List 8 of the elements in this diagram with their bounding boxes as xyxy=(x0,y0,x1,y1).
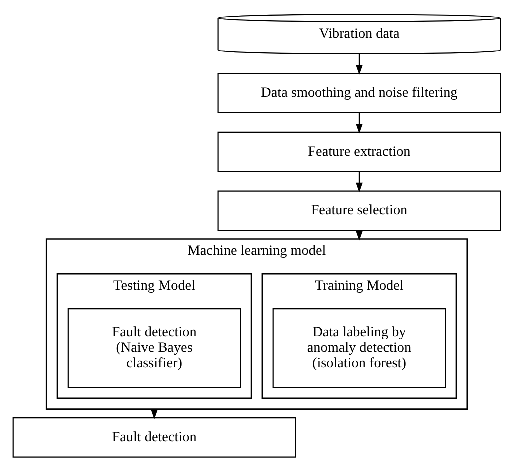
node-box: Data labeling by anomaly detection (isolation forest) xyxy=(272,308,446,388)
node-box: Fault detection xyxy=(12,418,296,458)
node-box: Data smoothing and noise filtering xyxy=(217,73,501,114)
node-box: Feature extraction xyxy=(217,132,501,172)
arrow xyxy=(356,54,362,75)
node-box: Fault detection (Naive Bayes classifier) xyxy=(67,308,241,388)
arrow xyxy=(356,172,362,193)
arrow xyxy=(356,112,362,134)
